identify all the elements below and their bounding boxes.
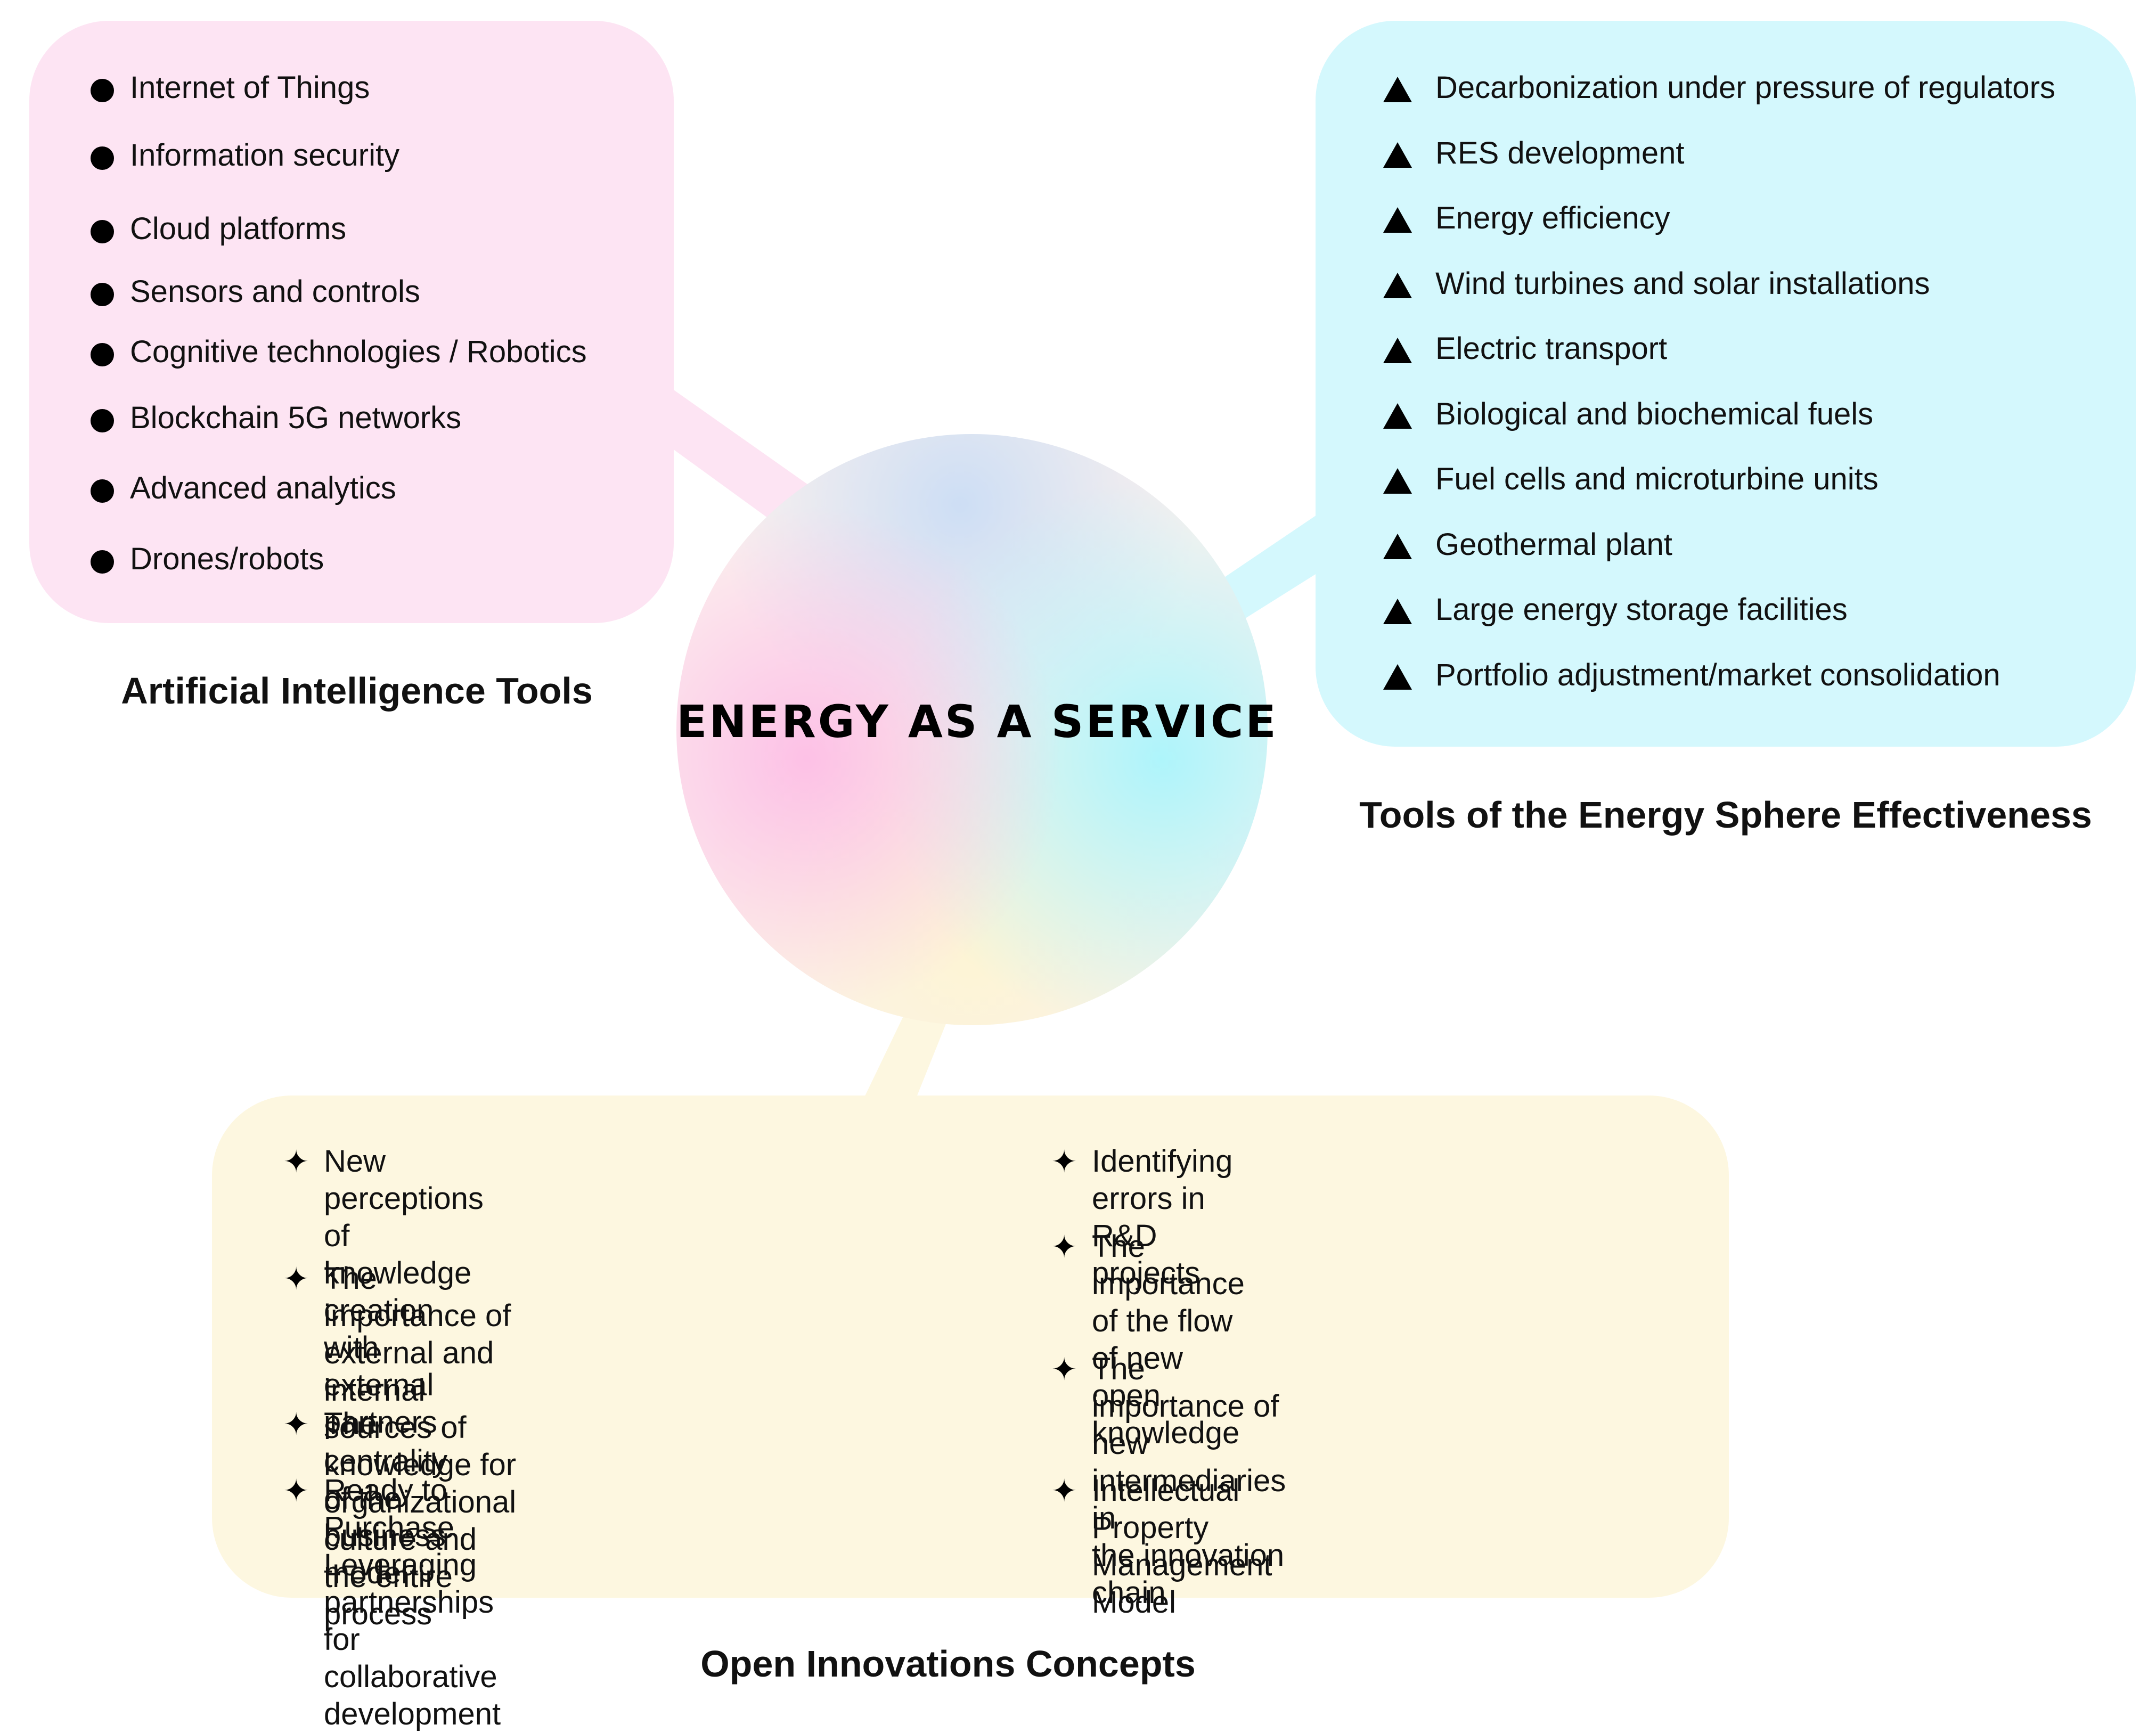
list-item: Energy efficiency (1383, 200, 1670, 237)
list-item: ✦ Identifying errors in R&D projects (1050, 1143, 1233, 1292)
triangle-icon (1383, 338, 1412, 363)
triangle-icon (1383, 273, 1412, 298)
triangle-icon (1383, 207, 1412, 233)
list-item: Internet of Things (91, 69, 370, 107)
list-item: ✦ New perceptions of knowledge creation w… (282, 1143, 484, 1441)
item-text: Blockchain 5G networks (130, 400, 462, 435)
list-item: Cognitive technologies / Robotics (91, 333, 587, 371)
triangle-icon (1383, 599, 1412, 624)
item-text: Drones/robots (130, 542, 324, 576)
item-text: Fuel cells and microturbine units (1435, 462, 1879, 496)
item-text: Cognitive technologies / Robotics (130, 334, 587, 369)
center-circle: ENERGY AS A SERVICE (676, 434, 1278, 1025)
star-icon: ✦ (283, 1406, 309, 1442)
triangle-icon (1383, 403, 1412, 429)
star-icon: ✦ (1051, 1351, 1077, 1387)
item-text: Intellectual Property Management Model (1092, 1473, 1272, 1620)
list-item: Portfolio adjustment/market consolidatio… (1383, 657, 2000, 694)
dot-icon (91, 79, 114, 102)
item-text: Decarbonization under pressure of regula… (1435, 70, 2055, 105)
star-icon: ✦ (283, 1261, 309, 1297)
list-item: Drones/robots (91, 541, 324, 578)
item-text: The centrality of the business model (324, 1407, 448, 1590)
dot-icon (91, 343, 114, 366)
item-text: Electric transport (1435, 331, 1668, 366)
triangle-icon (1383, 468, 1412, 494)
dot-icon (91, 146, 114, 170)
list-item: Information security (91, 137, 399, 174)
star-icon: ✦ (1051, 1473, 1077, 1509)
item-text: Information security (130, 138, 400, 173)
list-item: ✦ The importance of new intermediaries in… (1050, 1351, 1286, 1612)
list-item: Sensors and controls (91, 273, 420, 310)
item-text: The importance of external and internal … (324, 1261, 517, 1631)
dot-icon (91, 283, 114, 306)
triangle-icon (1383, 664, 1412, 690)
item-text: The importance of new intermediaries in … (1092, 1352, 1286, 1610)
item-text: The importance of the flow of new open k… (1092, 1229, 1245, 1450)
list-item: Advanced analytics (91, 470, 396, 507)
list-item: Biological and biochemical fuels (1383, 396, 1873, 433)
list-item: ✦ The centrality of the business model (282, 1405, 447, 1592)
item-text: Sensors and controls (130, 274, 420, 309)
triangle-icon (1383, 534, 1412, 559)
list-item: RES development (1383, 135, 1684, 172)
dot-icon (91, 479, 114, 503)
triangle-icon (1383, 77, 1412, 102)
item-text: RES development (1435, 136, 1685, 170)
energy-tools-title: Tools of the Energy Sphere Effectiveness (1359, 794, 2092, 836)
item-text: Ready to Purchase Leveraging partnership… (324, 1473, 501, 1731)
item-text: Internet of Things (130, 70, 370, 105)
list-item: Geothermal plant (1383, 526, 1672, 563)
energy-tools-box (1316, 21, 2136, 747)
connector-open (864, 1012, 951, 1098)
item-text: Advanced analytics (130, 471, 396, 505)
item-text: Cloud platforms (130, 211, 347, 246)
item-text: New perceptions of knowledge creation wi… (324, 1144, 484, 1440)
star-icon: ✦ (1051, 1229, 1077, 1265)
item-text: Energy efficiency (1435, 201, 1670, 235)
list-item: Fuel cells and microturbine units (1383, 461, 1879, 498)
triangle-icon (1383, 142, 1412, 168)
item-text: Biological and biochemical fuels (1435, 397, 1874, 431)
connector-energy (1220, 514, 1318, 619)
item-text: Large energy storage facilities (1435, 592, 1848, 627)
list-item: ✦ Intellectual Property Management Model (1050, 1472, 1272, 1621)
star-icon: ✦ (1051, 1143, 1077, 1180)
connector-ai (672, 389, 810, 519)
dot-icon (91, 550, 114, 574)
star-icon: ✦ (283, 1143, 309, 1180)
list-item: ✦ The importance of external and internal… (282, 1260, 516, 1633)
star-icon: ✦ (283, 1473, 309, 1509)
list-item: Wind turbines and solar installations (1383, 265, 1930, 303)
list-item: Electric transport (1383, 330, 1667, 367)
item-text: Wind turbines and solar installations (1435, 266, 1930, 301)
list-item: Cloud platforms (91, 210, 346, 248)
list-item: Decarbonization under pressure of regula… (1383, 69, 2055, 107)
list-item: ✦ The importance of the flow of new open … (1050, 1228, 1245, 1452)
ai-tools-box (29, 21, 674, 623)
ai-tools-title: Artificial Intelligence Tools (121, 670, 593, 712)
dot-icon (91, 409, 114, 432)
item-text: Identifying errors in R&D projects (1092, 1144, 1233, 1290)
list-item: Blockchain 5G networks (91, 399, 461, 437)
open-innovations-title: Open Innovations Concepts (700, 1643, 1196, 1685)
dot-icon (91, 220, 114, 243)
list-item: Large energy storage facilities (1383, 591, 1848, 628)
item-text: Geothermal plant (1435, 527, 1672, 562)
open-innovations-box (212, 1096, 1729, 1598)
list-item: ✦ Ready to Purchase Leveraging partnershi… (282, 1472, 501, 1733)
center-title: ENERGY AS A SERVICE (676, 696, 1278, 748)
item-text: Portfolio adjustment/market consolidatio… (1435, 658, 2000, 692)
